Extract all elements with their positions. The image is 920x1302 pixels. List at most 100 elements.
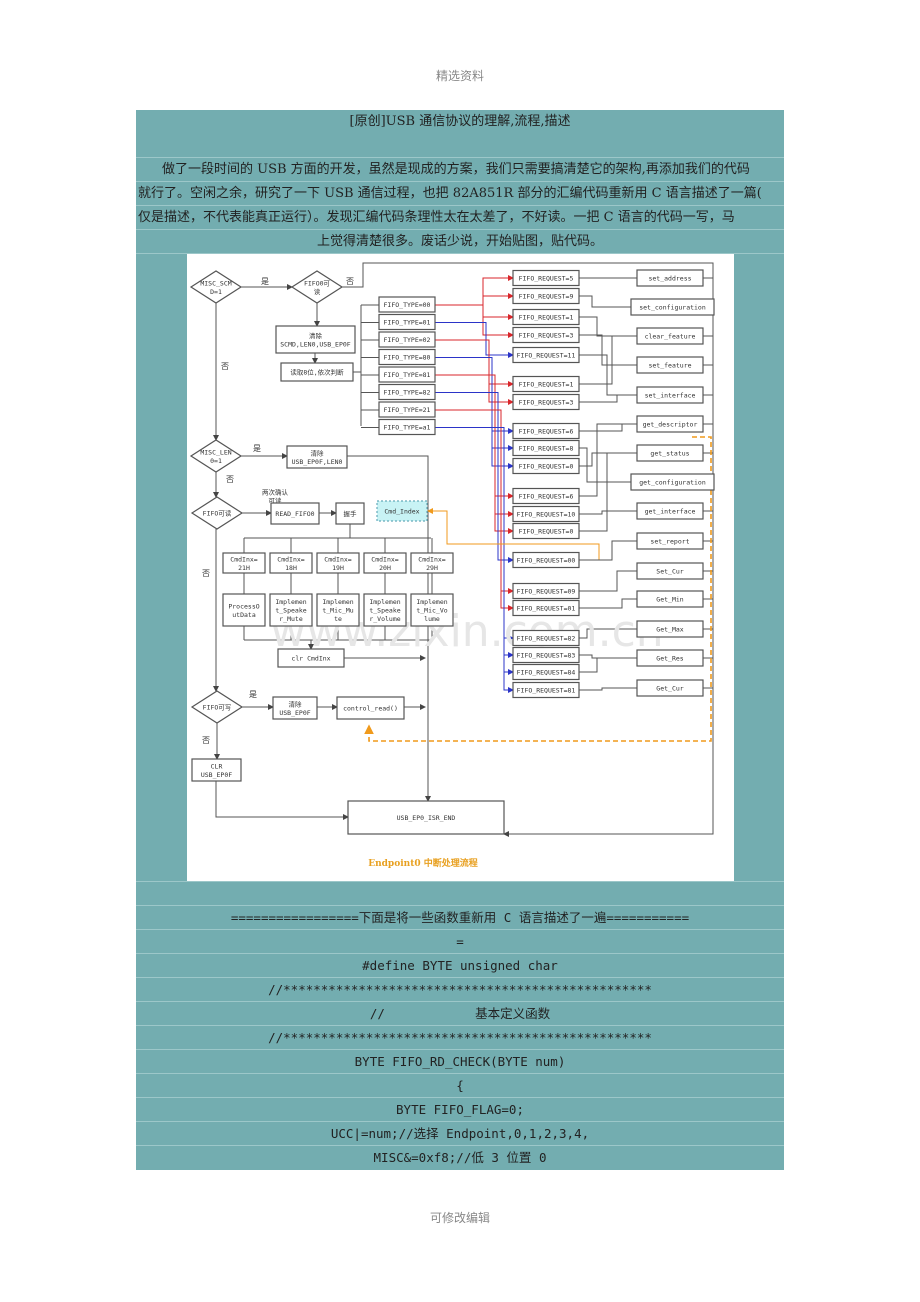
cmd-index-box-label: Cmd_Index: [384, 508, 419, 516]
yes-label: 是: [249, 690, 257, 699]
clr-cmdinx-box: [277, 648, 345, 668]
handler-box-label: lume: [424, 615, 440, 623]
function-box-label: clear_feature: [645, 333, 696, 341]
fifo-request-box-label: FIFO_REQUEST=82: [517, 635, 576, 643]
control-read-box: [336, 696, 405, 720]
request-function-line: [579, 570, 637, 592]
handler-box-label: Implemen: [322, 598, 353, 606]
handler-box-label: utData: [232, 611, 256, 619]
cmdinx-box-label: 20H: [379, 564, 391, 572]
blank-row: [136, 882, 784, 906]
request-function-line: [579, 452, 637, 467]
handshake-box-label: 握手: [344, 509, 358, 518]
decision-fifo-readable: [190, 496, 244, 530]
fifo-request-box: [512, 393, 580, 411]
function-box: [636, 356, 704, 374]
read-8bit-box-label: 读取8位,依次判断: [290, 368, 344, 377]
cmdinx-box: [269, 552, 313, 574]
flow-line: [215, 781, 349, 820]
cmdinx-box-label: 29H: [426, 564, 438, 572]
function-box: [636, 532, 704, 550]
request-function-line: [579, 657, 637, 673]
handler-box-label: t_Mic_Mu: [322, 607, 353, 615]
cmd-index-box: [376, 500, 428, 522]
fifo-type-box: [378, 418, 436, 436]
function-box-label: set_report: [650, 538, 689, 546]
handler-box-label: t_Mic_Vo: [416, 607, 447, 615]
no-label: 否: [202, 736, 210, 745]
code-line: MISC&=0xf8;//低 3 位置 0: [373, 1150, 547, 1165]
type-request-line: [435, 304, 514, 338]
request-function-line: [579, 628, 637, 639]
cmdinx-box-label: CmdInx=: [277, 555, 304, 563]
function-box-label: Get_Min: [656, 596, 683, 604]
type-request-line: [435, 293, 514, 306]
cmdinx-box: [363, 552, 407, 574]
fifo-request-box: [512, 422, 580, 440]
code-line: BYTE FIFO_FLAG=0;: [136, 1098, 784, 1122]
code-line: // 基本定义函数: [136, 1002, 784, 1026]
flow-line: [342, 262, 714, 837]
handler-box-label: r_Mute: [279, 615, 303, 623]
yes-label: 是: [261, 277, 269, 286]
function-box: [636, 386, 704, 404]
clear-scmd-box: [275, 325, 356, 354]
control-read-box-label: control_read(): [343, 705, 398, 713]
handler-box-label: Implemen: [416, 598, 447, 606]
blank-row: [136, 134, 784, 158]
code-line: //**************************************…: [136, 978, 784, 1002]
fifo-request-box: [512, 269, 580, 287]
fifo-request-box-label: FIFO_REQUEST=0: [519, 528, 574, 536]
cmdinx-box-label: CmdInx=: [324, 555, 351, 563]
yes-label: 是: [253, 444, 261, 453]
fifo-type-box: [378, 366, 436, 383]
fifo-request-box: [512, 457, 580, 475]
fifo-request-box: [512, 646, 580, 664]
clear-ep0f-len0-box: [286, 445, 348, 469]
type-request-line: [435, 427, 514, 693]
paragraph-line: 上觉得清楚很多。废话少说，开始贴图，贴代码。: [136, 230, 784, 254]
handler-box-label: Implemen: [369, 598, 400, 606]
type-request-line: [435, 409, 514, 611]
decision-fifo-writable-label: FIFO可写: [203, 704, 232, 712]
function-box: [636, 415, 704, 433]
clear-ep0f-len0-box-label: USB_EP0F,LEN0: [292, 458, 343, 466]
cmdinx-box: [410, 552, 454, 574]
decision-misc-len-label: 0=1: [210, 457, 222, 465]
cmdinx-box-label: 21H: [238, 564, 250, 572]
fifo-type-box-label: FIFO_TYPE=01: [384, 319, 431, 327]
request-function-line: [579, 394, 637, 403]
request-function-line: [579, 452, 637, 532]
cmdinx-box: [222, 552, 266, 574]
function-box-label: set_address: [648, 275, 691, 283]
paragraph-line: 就行了。空闲之余，研究了一下 USB 通信过程，也把 82A851R 部分的汇编…: [136, 182, 784, 206]
fifo-request-box-label: FIFO_REQUEST=0: [519, 463, 574, 471]
fifo-type-box: [378, 313, 436, 331]
type-request-line: [435, 339, 514, 387]
fifo-request-box: [512, 681, 580, 699]
handler-box-label: r_Volume: [369, 615, 400, 623]
no-label: 否: [221, 362, 229, 371]
no-label: 否: [226, 475, 234, 484]
document-table: [原创]USB 通信协议的理解,流程,描述 做了一段时间的 USB 方面的开发，…: [136, 110, 784, 1170]
fifo-request-box-label: FIFO_REQUEST=09: [517, 588, 576, 596]
handler-box: [316, 593, 360, 627]
fifo-request-box: [512, 663, 580, 681]
type-request-line: [435, 275, 514, 306]
handler-box-label: Implemen: [275, 598, 306, 606]
function-box: [636, 590, 704, 608]
clear-ep0f-len0-box-label: 清除: [311, 448, 325, 457]
flowchart: www.zixin.com.cn MISC_SCMD=1FIFO0可读清除SCM…: [189, 262, 715, 869]
clr-usb-ep0f-box-label: USB_EP0F: [201, 771, 232, 779]
decision-misc-scmd: [189, 270, 243, 304]
decision-misc-scmd-label: MISC_SCM: [200, 279, 231, 287]
fifo-request-box: [512, 599, 580, 617]
paragraph-line: 做了一段时间的 USB 方面的开发，虽然是现成的方案，我们只需要搞清楚它的架构,…: [136, 158, 784, 182]
read-8bit-box: [280, 362, 354, 382]
paragraph-line: 仅是描述，不代表能真正运行）。发现汇编代码条理性太在太差了，不好读。一把 C 语…: [136, 206, 784, 230]
handler-box-label: t_Speake: [275, 607, 306, 615]
fifo-type-box: [378, 348, 436, 366]
fifo-type-box: [378, 401, 436, 418]
diagram-caption: Endpoint0 中断处理流程: [368, 857, 478, 869]
fifo-type-box-label: FIFO_TYPE=80: [384, 354, 431, 362]
